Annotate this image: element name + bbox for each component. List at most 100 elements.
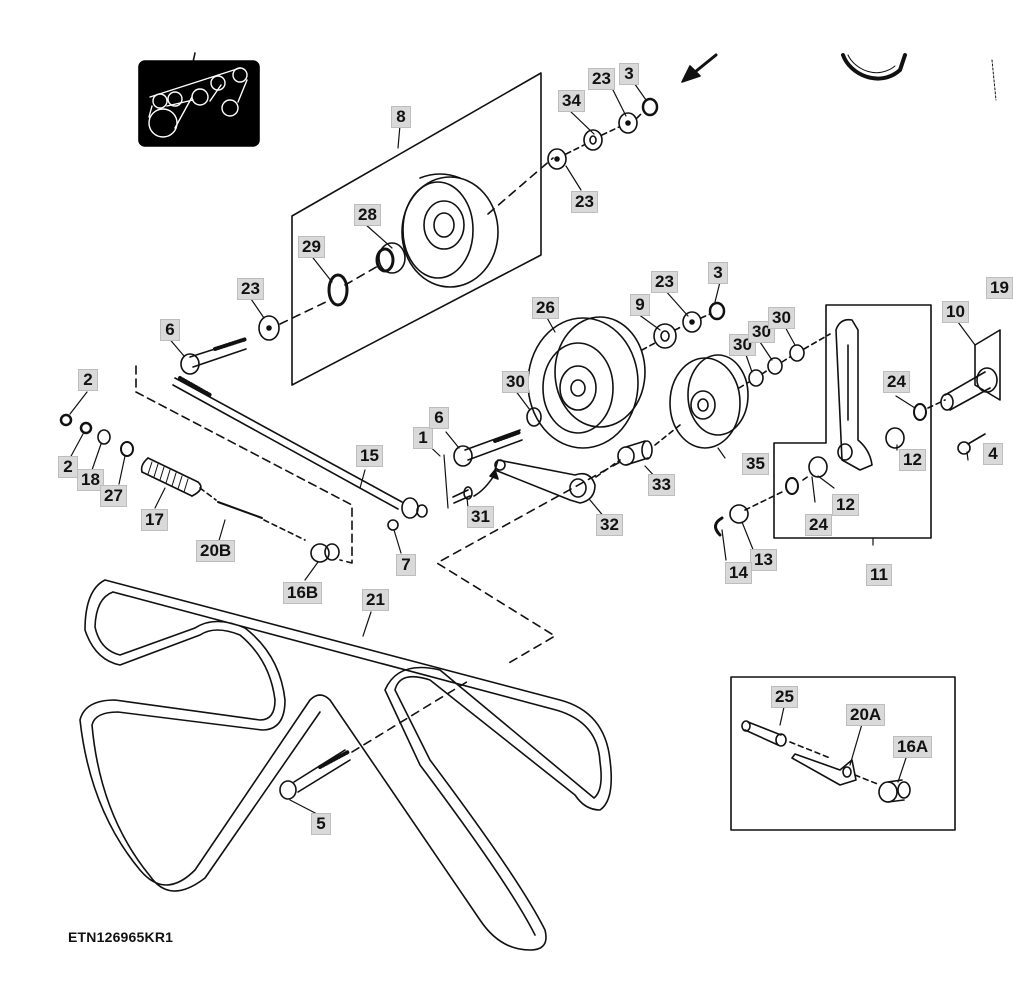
- washer-7: [387, 519, 399, 531]
- washer-13: [729, 504, 749, 524]
- bolt-6: [453, 429, 523, 467]
- tension-rod-15: [172, 376, 428, 519]
- assembly-11-frame: [773, 304, 932, 539]
- callout-23[interactable]: 23: [571, 191, 598, 213]
- callout-8[interactable]: 8: [391, 106, 411, 128]
- figure-id: ETN126965KR1: [68, 929, 174, 945]
- cotter-pin-1: [443, 454, 449, 509]
- bolt-5: [279, 749, 351, 800]
- washer-30: [526, 407, 542, 427]
- callout-34[interactable]: 34: [558, 90, 585, 112]
- callout-16A[interactable]: 16A: [893, 736, 933, 758]
- idler-pulley-26: [527, 316, 646, 449]
- assembly-8-frame: [291, 72, 542, 386]
- callout-2[interactable]: 2: [78, 369, 98, 391]
- clip-14: [714, 516, 724, 537]
- callout-33[interactable]: 33: [648, 474, 675, 496]
- link-20A: [791, 753, 857, 786]
- callout-1[interactable]: 1: [413, 427, 433, 449]
- washer-23: [547, 148, 567, 170]
- bushing-16B: [310, 543, 340, 563]
- spring-17: [140, 457, 202, 497]
- callout-9[interactable]: 9: [630, 294, 650, 316]
- bushing-16A: [878, 779, 911, 803]
- callout-24[interactable]: 24: [805, 514, 832, 536]
- arrow-down-left-icon: [681, 53, 718, 83]
- callout-6[interactable]: 6: [160, 319, 180, 341]
- leader-lines: [69, 79, 976, 816]
- callout-28[interactable]: 28: [354, 204, 381, 226]
- callout-25[interactable]: 25: [771, 686, 798, 708]
- callout-17[interactable]: 17: [141, 509, 168, 531]
- link-20B: [217, 501, 263, 519]
- inset-box: [730, 676, 956, 831]
- callout-23[interactable]: 23: [588, 68, 615, 90]
- callout-18[interactable]: 18: [77, 469, 104, 491]
- bushing-12: [808, 456, 828, 478]
- belt-partial: [841, 53, 907, 81]
- bushing-12: [885, 427, 905, 449]
- callout-30[interactable]: 30: [768, 307, 795, 329]
- spacer-9: [653, 323, 677, 349]
- nut-2: [79, 421, 93, 435]
- callout-2[interactable]: 2: [58, 456, 78, 478]
- tensioner-arm: [835, 318, 873, 471]
- callout-23[interactable]: 23: [237, 278, 264, 300]
- callout-32[interactable]: 32: [596, 514, 623, 536]
- callout-12[interactable]: 12: [899, 449, 926, 471]
- callout-27[interactable]: 27: [100, 485, 127, 507]
- nut-2: [59, 413, 73, 427]
- callout-7[interactable]: 7: [396, 554, 416, 576]
- bracket-10: [940, 329, 1001, 411]
- callout-5[interactable]: 5: [311, 813, 331, 835]
- callout-11[interactable]: 11: [866, 564, 892, 586]
- washer-30: [789, 344, 805, 362]
- spacer-34: [583, 129, 603, 151]
- callout-30[interactable]: 30: [502, 371, 529, 393]
- callout-29[interactable]: 29: [298, 236, 325, 258]
- washer-30: [748, 369, 764, 387]
- callout-4[interactable]: 4: [983, 443, 1003, 465]
- belt-routing-diagram-icon: [138, 52, 260, 147]
- bolt-4: [957, 433, 986, 455]
- callout-31[interactable]: 31: [467, 506, 494, 528]
- callout-20A[interactable]: 20A: [846, 704, 886, 726]
- callout-26[interactable]: 26: [532, 297, 559, 319]
- nut-3: [641, 97, 659, 117]
- snap-ring-29: [327, 273, 349, 307]
- washer-24: [785, 477, 799, 495]
- callout-10[interactable]: 10: [942, 301, 969, 323]
- callout-19[interactable]: 19: [986, 277, 1013, 299]
- washer-23: [682, 311, 702, 333]
- callout-35[interactable]: 35: [742, 453, 769, 475]
- callout-3[interactable]: 3: [708, 262, 728, 284]
- pin-25: [741, 720, 787, 747]
- spacer-33: [617, 440, 653, 466]
- idler-pulley-8: [401, 173, 499, 288]
- washer-23: [258, 315, 280, 341]
- washer-24: [913, 403, 927, 421]
- callout-14[interactable]: 14: [725, 562, 752, 584]
- bolt-6: [180, 337, 248, 375]
- callout-21[interactable]: 21: [362, 589, 389, 611]
- washer-27: [120, 441, 134, 457]
- callout-3[interactable]: 3: [619, 63, 639, 85]
- callout-23[interactable]: 23: [651, 271, 678, 293]
- washer-23: [618, 112, 638, 134]
- callout-24[interactable]: 24: [883, 371, 910, 393]
- callout-6[interactable]: 6: [429, 407, 449, 429]
- washer-30: [767, 357, 783, 375]
- washer-18: [97, 429, 111, 445]
- bearing-28: [375, 242, 406, 274]
- callout-15[interactable]: 15: [356, 445, 383, 467]
- callout-12[interactable]: 12: [832, 494, 859, 516]
- idler-arm-32: [494, 459, 596, 504]
- callout-13[interactable]: 13: [750, 549, 777, 571]
- idler-pulley-35: [669, 354, 749, 449]
- pin-31: [452, 486, 473, 504]
- callout-16B[interactable]: 16B: [283, 582, 323, 604]
- nut-3: [708, 301, 726, 321]
- drive-belt-21: [79, 579, 613, 951]
- callout-20B[interactable]: 20B: [196, 540, 236, 562]
